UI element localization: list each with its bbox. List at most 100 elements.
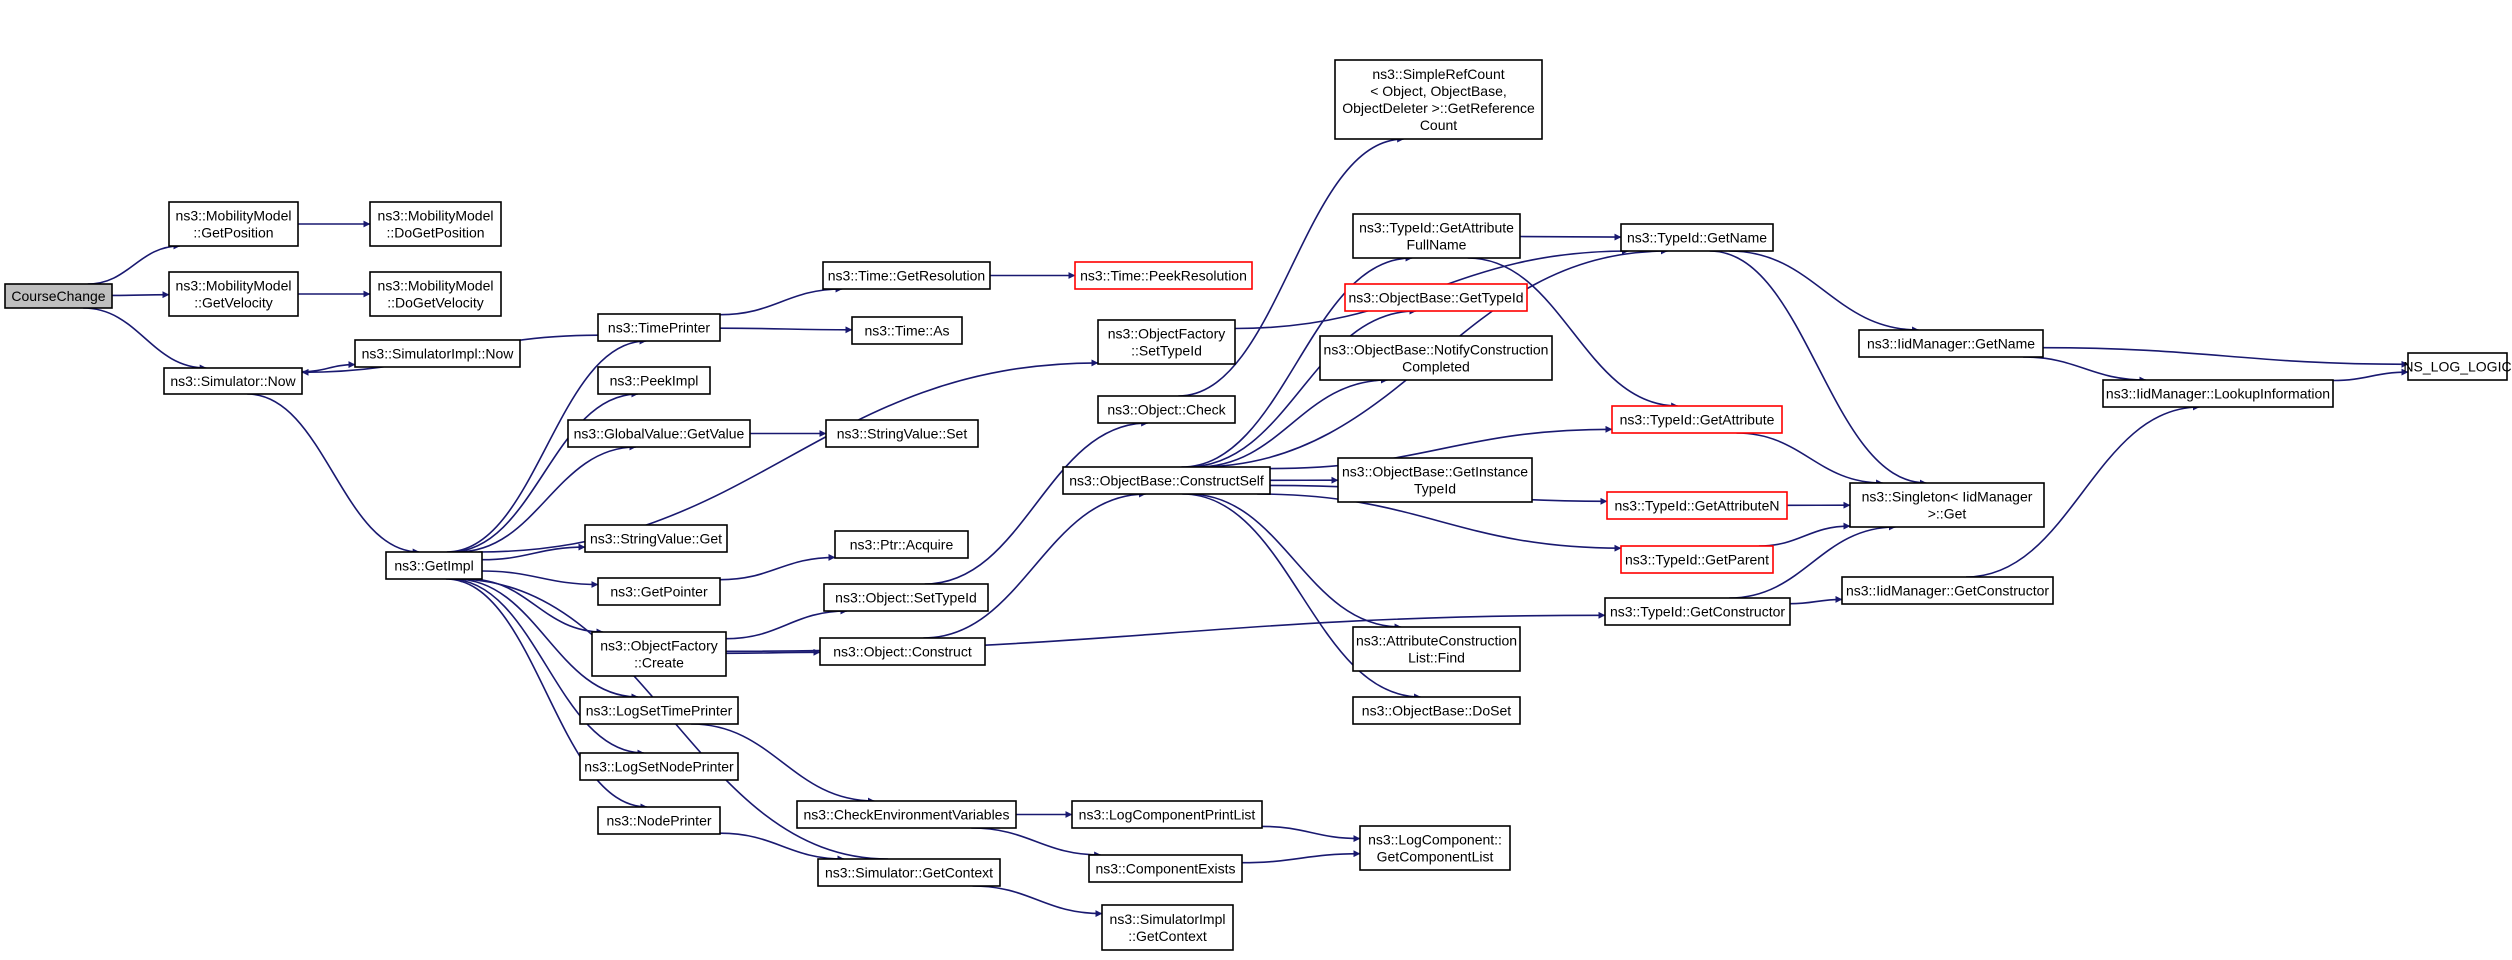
node-IidGetName[interactable]: ns3::IidManager::GetName [1858,329,2044,358]
node-label: List::Find [1408,650,1465,666]
node-OBConstructSelf[interactable]: ns3::ObjectBase::ConstructSelf [1062,466,1271,495]
node-MobGetPos[interactable]: ns3::MobilityModel::GetPosition [168,201,299,247]
node-TIGetName[interactable]: ns3::TypeId::GetName [1620,223,1774,252]
edge-GetImpl-to-LogSetNodePrinter [449,578,645,757]
edge-GetImpl-to-GetPointer [481,570,599,588]
node-label: ObjectDeleter >::GetReference [1342,100,1535,116]
node-label: ns3::LogComponent:: [1368,832,1502,848]
node-label: ::DoGetPosition [386,225,484,241]
node-CheckEnv[interactable]: ns3::CheckEnvironmentVariables [796,800,1017,829]
node-SVSet[interactable]: ns3::StringValue::Set [825,419,979,448]
node-SimGetContext[interactable]: ns3::Simulator::GetContext [817,858,1001,887]
node-SimImplGetContext[interactable]: ns3::SimulatorImpl::GetContext [1101,904,1234,951]
node-ObjSetTypeId[interactable]: ns3::Object::SetTypeId [823,583,989,612]
node-OFCreate[interactable]: ns3::ObjectFactory::Create [591,631,727,677]
node-label: ns3::StringValue::Get [590,531,722,547]
node-IidLookup[interactable]: ns3::IidManager::LookupInformation [2102,379,2334,408]
edge-IidGetConstructor-to-IidLookup [1965,403,2200,578]
edge-ComponentExists-to-LogCompGetList [1241,850,1361,864]
node-GetPointer[interactable]: ns3::GetPointer [597,577,721,606]
node-box [1088,854,1243,883]
node-SingletonGet[interactable]: ns3::Singleton< IidManager>::Get [1849,482,2045,528]
node-MobDoGetPos[interactable]: ns3::MobilityModel::DoGetPosition [369,201,502,247]
node-LogSetNodePrinter[interactable]: ns3::LogSetNodePrinter [579,752,739,781]
node-box [1359,825,1511,871]
node-box [163,367,303,395]
edge-TIGetName-to-IidGetName [1729,250,1920,334]
node-TIGetParent[interactable]: ns3::TypeId::GetParent [1620,545,1774,574]
node-TIGetAttributeN[interactable]: ns3::TypeId::GetAttributeN [1606,491,1788,520]
node-NodePrinter[interactable]: ns3::NodePrinter [597,806,721,835]
node-label: ns3::Time::PeekResolution [1080,268,1247,284]
node-PtrAcquire[interactable]: ns3::Ptr::Acquire [834,530,969,559]
node-LogSetTimePrinter[interactable]: ns3::LogSetTimePrinter [579,696,739,725]
edge-OBConstructSelf-to-ACLFind [1188,493,1402,631]
node-label: ns3::MobilityModel [176,208,292,224]
node-label: >::Get [1928,506,1967,522]
node-NSLogLogic[interactable]: NS_LOG_LOGIC [2403,352,2512,381]
node-OBDoSet[interactable]: ns3::ObjectBase::DoSet [1352,696,1521,725]
node-label: NS_LOG_LOGIC [2403,359,2511,375]
node-label: ns3::Object::Check [1107,402,1226,418]
node-label: ns3::ObjectBase::DoSet [1362,703,1512,719]
edge-OBConstructSelf-to-OBNotifyConstr [1196,376,1388,468]
edge-LogCompPrintList-to-LogCompGetList [1261,825,1361,843]
node-label: CourseChange [11,288,105,304]
node-TIGetAttribute[interactable]: ns3::TypeId::GetAttribute [1611,405,1783,434]
node-box [1620,223,1774,252]
node-label: ::DoGetVelocity [387,295,484,311]
node-TIGetConstructor[interactable]: ns3::TypeId::GetConstructor [1604,597,1791,626]
node-TimeAs[interactable]: ns3::Time::As [851,316,963,345]
node-ObjCheck[interactable]: ns3::Object::Check [1097,395,1236,424]
node-box [385,551,483,580]
node-CourseChange[interactable]: CourseChange [4,283,113,309]
node-box [591,631,727,677]
node-IidGetConstructor[interactable]: ns3::IidManager::GetConstructor [1841,576,2054,605]
node-GetImpl[interactable]: ns3::GetImpl [385,551,483,580]
node-label: ns3::GetPointer [610,584,708,600]
edge-LogSetTimePrinter-to-CheckEnv [691,723,875,805]
node-label: ns3::ObjectFactory [600,638,718,654]
edge-OBConstructSelf-to-TIGetAttrFullName [1181,254,1413,468]
edge-OFCreate-to-ObjConstruct [725,648,821,656]
node-SimImplNow[interactable]: ns3::SimulatorImpl::Now [354,339,521,368]
node-TimeGetRes[interactable]: ns3::Time::GetResolution [822,261,991,290]
node-ComponentExists[interactable]: ns3::ComponentExists [1088,854,1243,883]
node-box [2102,379,2334,408]
node-OBGetTypeId[interactable]: ns3::ObjectBase::GetTypeId [1344,283,1528,312]
node-MobGetVel[interactable]: ns3::MobilityModel::GetVelocity [168,271,299,317]
node-GVGetValue[interactable]: ns3::GlobalValue::GetValue [567,419,751,448]
node-TimePeekRes[interactable]: ns3::Time::PeekResolution [1074,261,1253,290]
node-SVGet[interactable]: ns3::StringValue::Get [584,524,728,553]
node-label: ns3::ObjectBase::NotifyConstruction [1324,342,1549,358]
edge-CourseChange-to-SimNow [83,307,207,372]
node-MobDoGetVel[interactable]: ns3::MobilityModel::DoGetVelocity [369,271,502,317]
node-ObjConstruct[interactable]: ns3::Object::Construct [819,637,986,666]
node-OFSetTypeId[interactable]: ns3::ObjectFactory::SetTypeId [1097,319,1236,365]
node-label: ns3::LogSetNodePrinter [584,759,734,775]
node-box [1337,457,1533,503]
node-TimePrinter[interactable]: ns3::TimePrinter [597,313,721,342]
node-OBNotifyConstr[interactable]: ns3::ObjectBase::NotifyConstructionCompl… [1319,335,1553,381]
edge-IidGetName-to-IidLookup [2023,356,2147,384]
edge-GetImpl-to-SVGet [481,543,586,561]
node-PeekImpl[interactable]: ns3::PeekImpl [597,366,711,395]
node-label: ns3::ObjectBase::ConstructSelf [1069,473,1264,489]
node-LogCompGetList[interactable]: ns3::LogComponent::GetComponentList [1359,825,1511,871]
node-box [597,806,721,835]
node-label: ::SetTypeId [1131,343,1202,359]
node-box [1062,466,1271,495]
node-SRCGetRef[interactable]: ns3::SimpleRefCount< Object, ObjectBase,… [1334,59,1543,140]
edge-OBConstructSelf-to-TIGetAttribute [1269,425,1613,470]
edge-IidLookup-to-NSLogLogic [2332,368,2409,382]
node-label: ns3::LogSetTimePrinter [586,703,733,719]
node-label: ns3::Simulator::Now [170,373,296,389]
node-SimNow[interactable]: ns3::Simulator::Now [163,367,303,395]
node-box [834,530,969,559]
node-label: ::GetContext [1128,928,1207,944]
node-LogCompPrintList[interactable]: ns3::LogComponentPrintList [1071,800,1263,829]
edge-GetPointer-to-PtrAcquire [719,553,836,581]
